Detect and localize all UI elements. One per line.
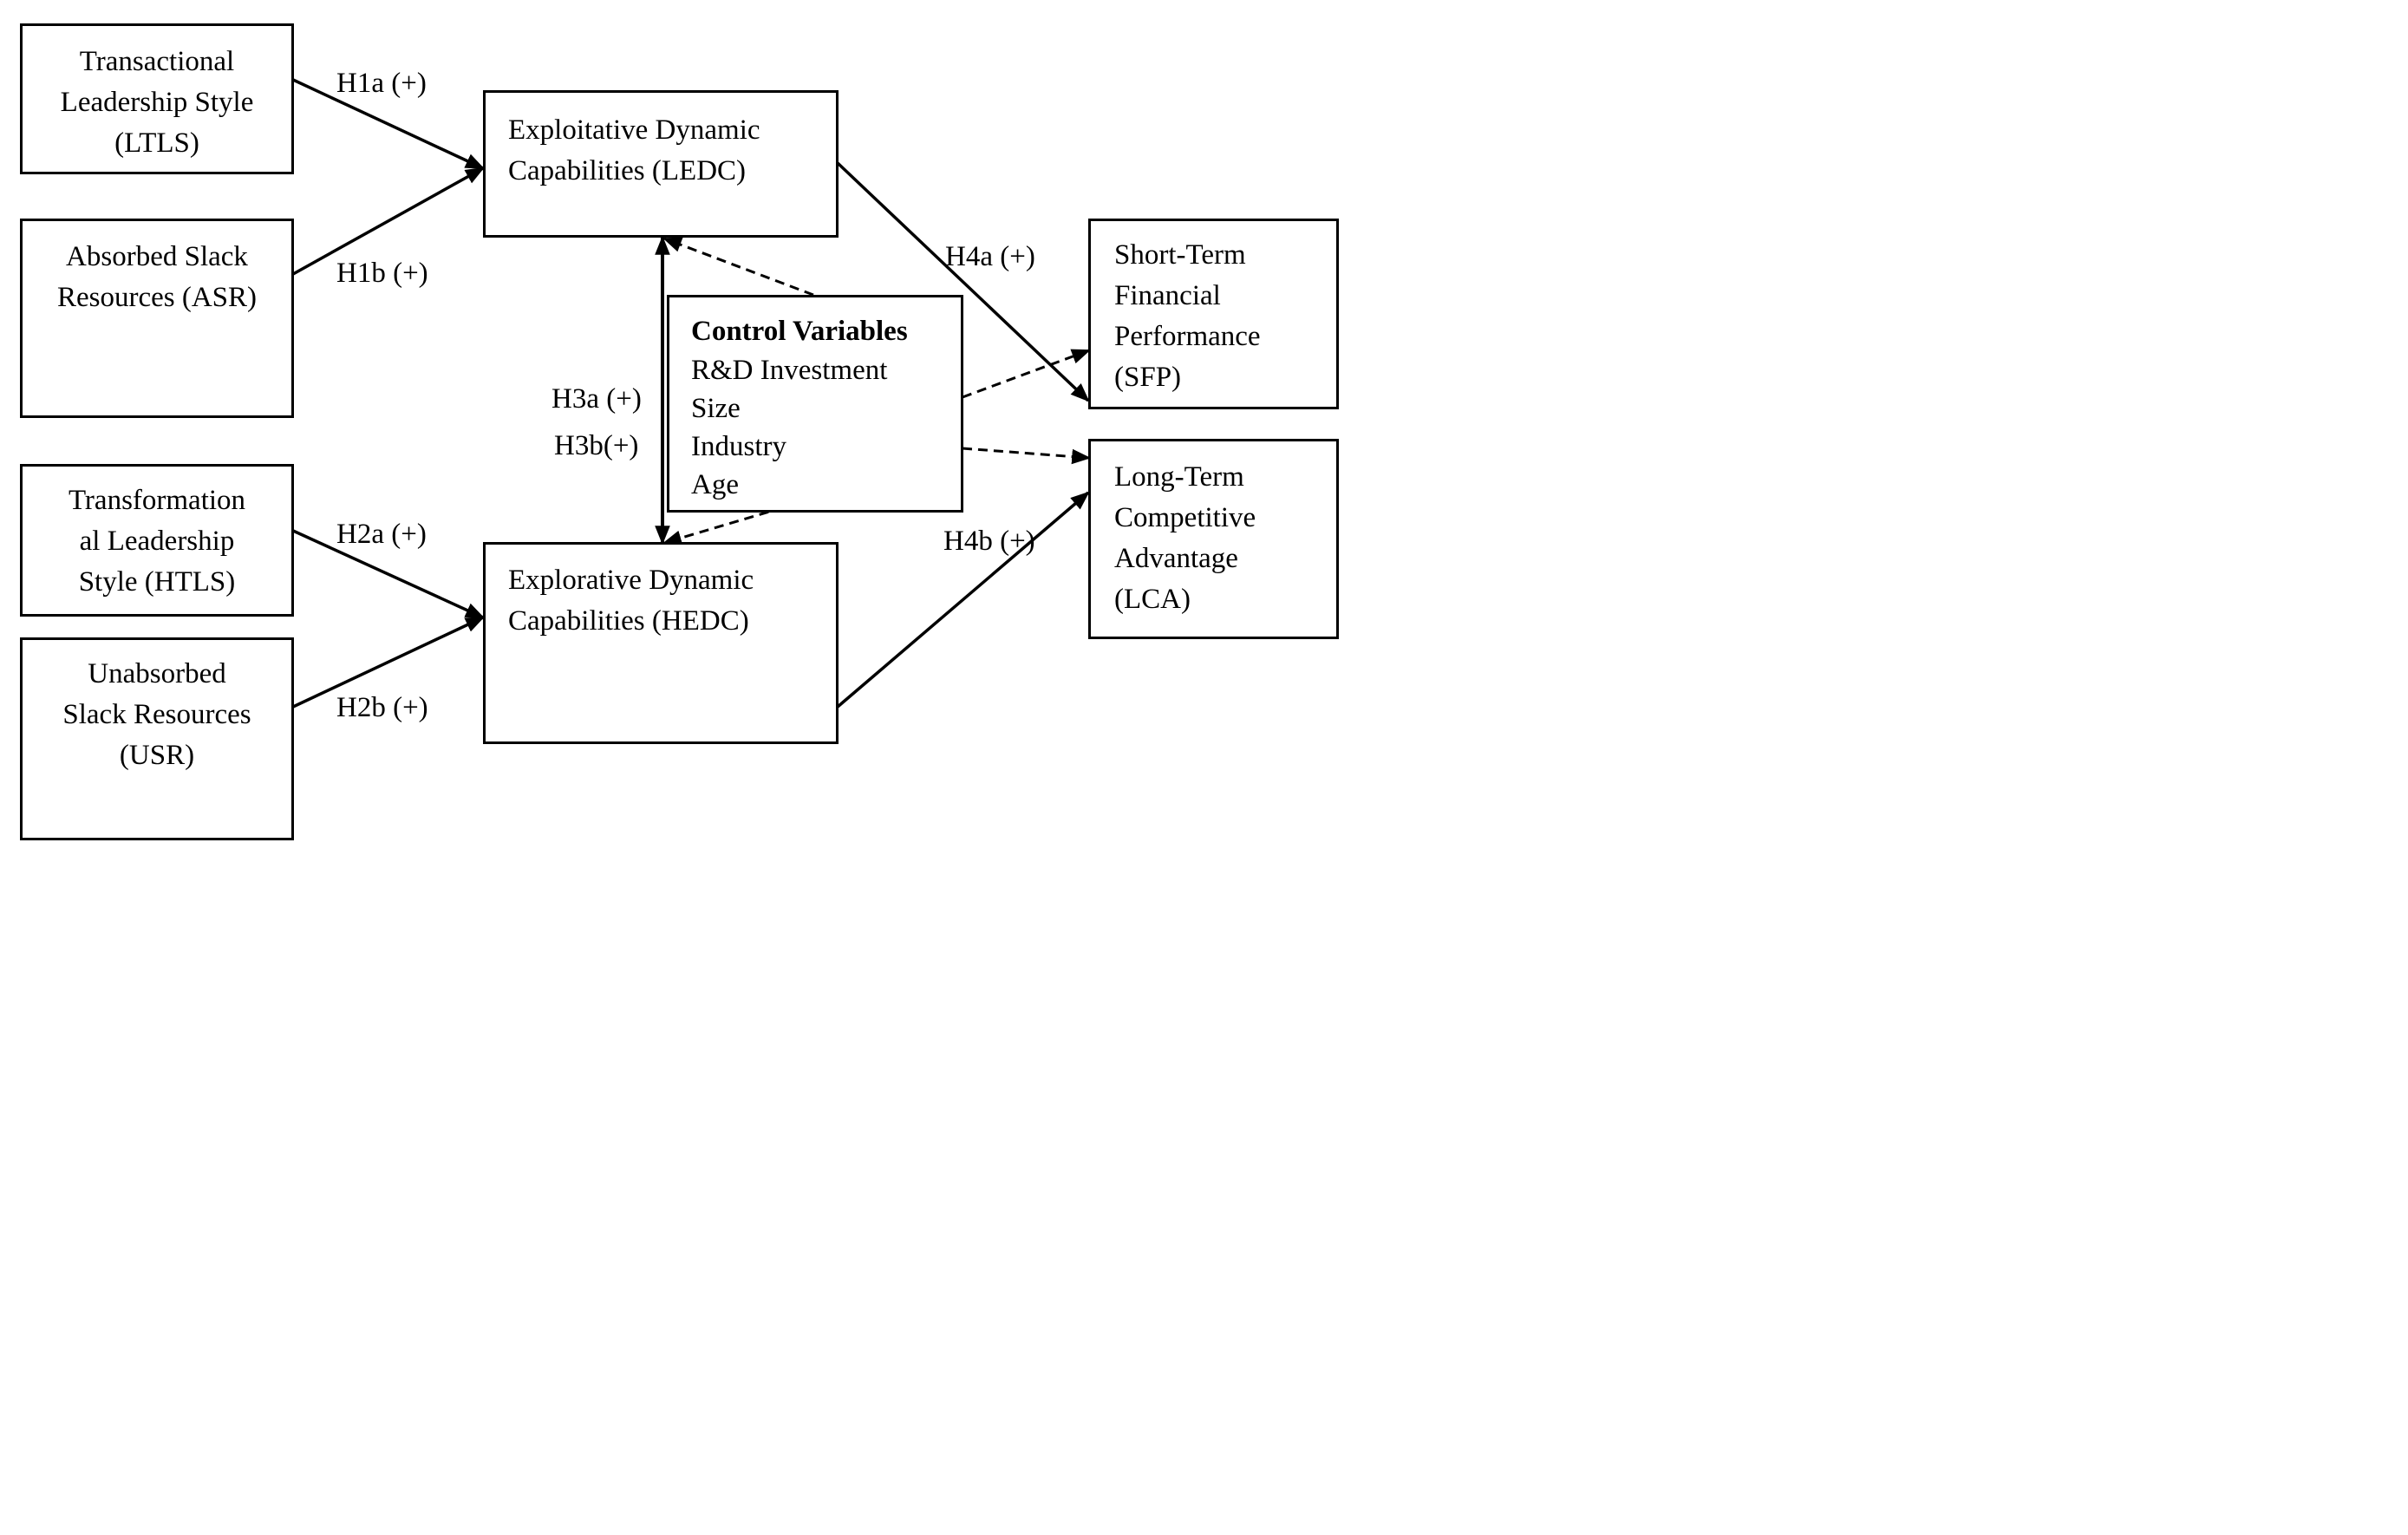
control-variable-item: Size: [691, 393, 741, 424]
node-ltls-line-1: Transactional: [79, 46, 235, 77]
node-sfp-line-2: Financial: [1114, 280, 1221, 311]
node-hedc-line-1: Explorative Dynamic: [508, 565, 754, 596]
node-lca-line-2: Competitive: [1114, 502, 1256, 533]
node-htls-line-1: Transformation: [68, 485, 246, 516]
dashed-arrow-control-hedc: [662, 497, 814, 545]
node-htls-line-3: Style (HTLS): [78, 566, 236, 598]
node-lca-line-1: Long-Term: [1114, 461, 1244, 493]
arrow-h1a: [292, 78, 485, 170]
arrow-h2b: [292, 616, 485, 709]
node-ledc-line-2: Capabilities (LEDC): [508, 155, 747, 186]
node-usr-line-3: (USR): [119, 740, 195, 771]
node-asr-line-1: Absorbed Slack: [66, 241, 248, 272]
label-h3b: H3b(+): [554, 430, 639, 461]
label-h4b: H4b (+): [943, 526, 1035, 557]
dashed-arrow-control-ledc: [662, 237, 814, 297]
arrow-h2a: [292, 529, 486, 619]
node-asr-line-2: Resources (ASR): [56, 282, 258, 313]
node-lca-line-3: Advantage: [1114, 543, 1238, 574]
label-h4a: H4a (+): [945, 241, 1035, 272]
node-control-variables: Control Variables R&D Investment Size In…: [667, 295, 963, 513]
dashed-arrow-control-sfp: [962, 349, 1092, 399]
node-lca-line-4: (LCA): [1114, 584, 1191, 615]
node-ltls-line-3: (LTLS): [114, 127, 199, 159]
label-h1b: H1b (+): [336, 258, 428, 289]
node-hedc: Explorative Dynamic Capabilities (HEDC): [483, 542, 839, 744]
dashed-arrow-control-lca: [962, 447, 1092, 465]
node-ledc: Exploitative Dynamic Capabilities (LEDC): [483, 90, 839, 238]
node-sfp-line-1: Short-Term: [1114, 239, 1246, 271]
node-sfp: Short-Term Financial Performance (SFP): [1088, 219, 1339, 409]
control-variable-item: Age: [691, 469, 739, 500]
control-variables-title: Control Variables: [691, 316, 908, 347]
label-h1a: H1a (+): [336, 68, 427, 99]
label-h3a: H3a (+): [551, 383, 642, 415]
node-sfp-line-4: (SFP): [1114, 362, 1182, 393]
label-h2b: H2b (+): [336, 692, 428, 723]
node-ltls: Transactional Leadership Style (LTLS): [20, 23, 294, 174]
node-sfp-line-3: Performance: [1114, 321, 1261, 352]
node-usr-line-1: Unabsorbed: [88, 658, 226, 689]
arrow-h1b: [292, 167, 485, 276]
node-hedc-line-2: Capabilities (HEDC): [508, 605, 749, 637]
node-asr: Absorbed Slack Resources (ASR): [20, 219, 294, 418]
node-lca: Long-Term Competitive Advantage (LCA): [1088, 439, 1339, 639]
arrow-h4a: [836, 161, 1090, 402]
node-htls-line-2: al Leadership: [79, 526, 235, 557]
node-ltls-line-2: Leadership Style: [60, 87, 254, 118]
control-variable-item: R&D Investment: [691, 355, 888, 386]
node-htls: Transformation al Leadership Style (HTLS…: [20, 464, 294, 617]
label-h2a: H2a (+): [336, 519, 427, 550]
node-ledc-line-1: Exploitative Dynamic: [508, 114, 760, 146]
node-usr-line-2: Slack Resources: [62, 699, 251, 730]
node-usr: Unabsorbed Slack Resources (USR): [20, 637, 294, 840]
control-variable-item: Industry: [691, 431, 786, 462]
diagram-connectors: [292, 78, 1092, 709]
arrow-h4b: [836, 491, 1090, 709]
